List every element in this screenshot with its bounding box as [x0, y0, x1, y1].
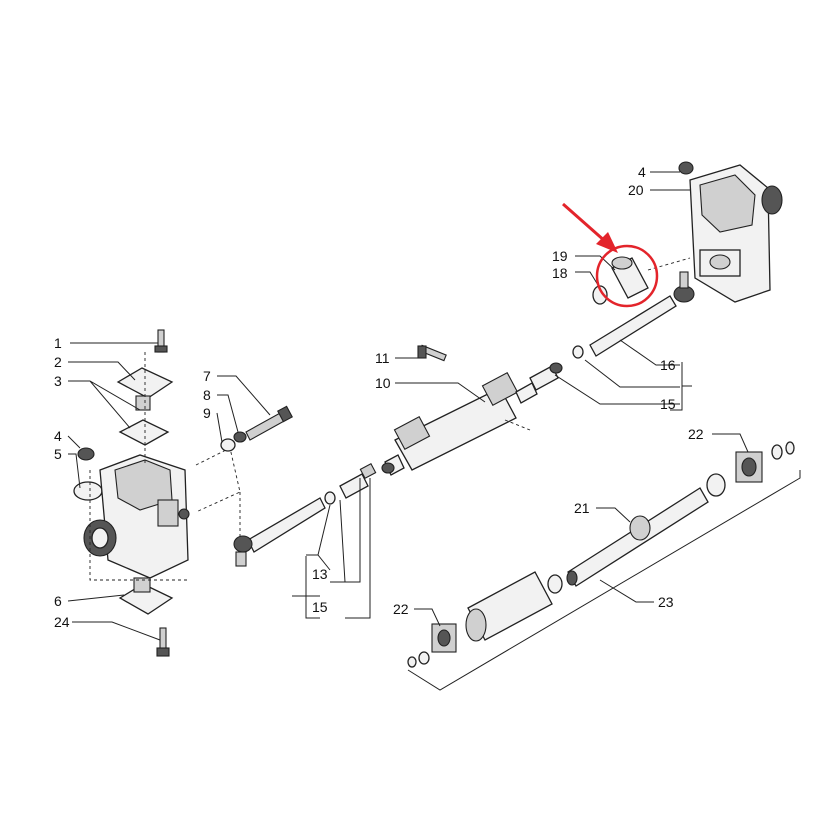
- callout-5: 5: [54, 446, 62, 462]
- part-2-plate-boss: [135, 395, 151, 411]
- highlight-circle: [595, 244, 659, 308]
- callout-9: 9: [203, 405, 211, 421]
- part-11-bolt: [417, 344, 447, 362]
- callout-3: 3: [54, 373, 62, 389]
- part-19-bushing: [611, 256, 649, 299]
- highlight-marker: [562, 202, 659, 308]
- callout-4-left: 4: [54, 428, 62, 444]
- part-23-tube: [465, 571, 553, 642]
- part-10-steering-cylinder: [381, 371, 538, 476]
- part-15-inner-joint-right: [529, 362, 563, 391]
- callout-22-left: 22: [393, 601, 409, 617]
- part-24-bolt: [156, 627, 170, 657]
- callout-labels: 1 2 3 4 5 6 24 7 8 9 11 10 13 15 16 15 1…: [54, 164, 704, 630]
- callout-24: 24: [54, 614, 70, 630]
- callout-10: 10: [375, 375, 391, 391]
- left-tie-rod: [233, 497, 326, 567]
- callout-1: 1: [54, 335, 62, 351]
- part-13-ring: [324, 491, 336, 505]
- part-21-shaft: [566, 487, 709, 587]
- part-22-end-cap-right: [735, 441, 795, 483]
- part-5-washer: [73, 481, 103, 501]
- part-23-ring-a: [706, 473, 726, 497]
- callout-13: 13: [312, 566, 328, 582]
- highlight-arrow-head: [596, 232, 618, 253]
- callout-23: 23: [658, 594, 674, 610]
- part-9-bushing: [220, 438, 236, 452]
- part-1-bolt: [154, 329, 168, 353]
- part-18-seal-ring: [592, 285, 608, 305]
- part-23-ring-b: [547, 574, 563, 594]
- callout-15-left: 15: [312, 599, 328, 615]
- part-6-bottom-plate: [118, 577, 174, 615]
- part-4-nut-right: [678, 161, 694, 175]
- callout-15-right: 15: [660, 396, 676, 412]
- left-knuckle-assembly: [73, 329, 241, 657]
- callout-21: 21: [574, 500, 590, 516]
- callout-16: 16: [660, 357, 676, 373]
- left-knuckle-body: [83, 454, 190, 579]
- callout-19: 19: [552, 248, 568, 264]
- callout-4-right: 4: [638, 164, 646, 180]
- leader-lines: [67, 171, 749, 641]
- part-15-inner-joint-left: [339, 463, 377, 499]
- part-7-bolt: [245, 405, 293, 441]
- callout-22-right: 22: [688, 426, 704, 442]
- part-22-end-cap-left: [407, 623, 457, 668]
- callout-6: 6: [54, 593, 62, 609]
- right-tie-rod: [589, 271, 695, 357]
- callout-11: 11: [375, 350, 390, 366]
- part-4-nut-left: [77, 447, 95, 461]
- callout-2: 2: [54, 354, 62, 370]
- part-3-gasket: [118, 419, 170, 446]
- callout-8: 8: [203, 387, 211, 403]
- callout-18: 18: [552, 265, 568, 281]
- part-20-right-knuckle: [689, 164, 783, 303]
- callout-7: 7: [203, 368, 211, 384]
- callout-20: 20: [628, 182, 644, 198]
- part-8-nut: [233, 431, 247, 443]
- part-16-ring: [572, 345, 584, 359]
- highlight-arrow-shaft: [562, 202, 607, 244]
